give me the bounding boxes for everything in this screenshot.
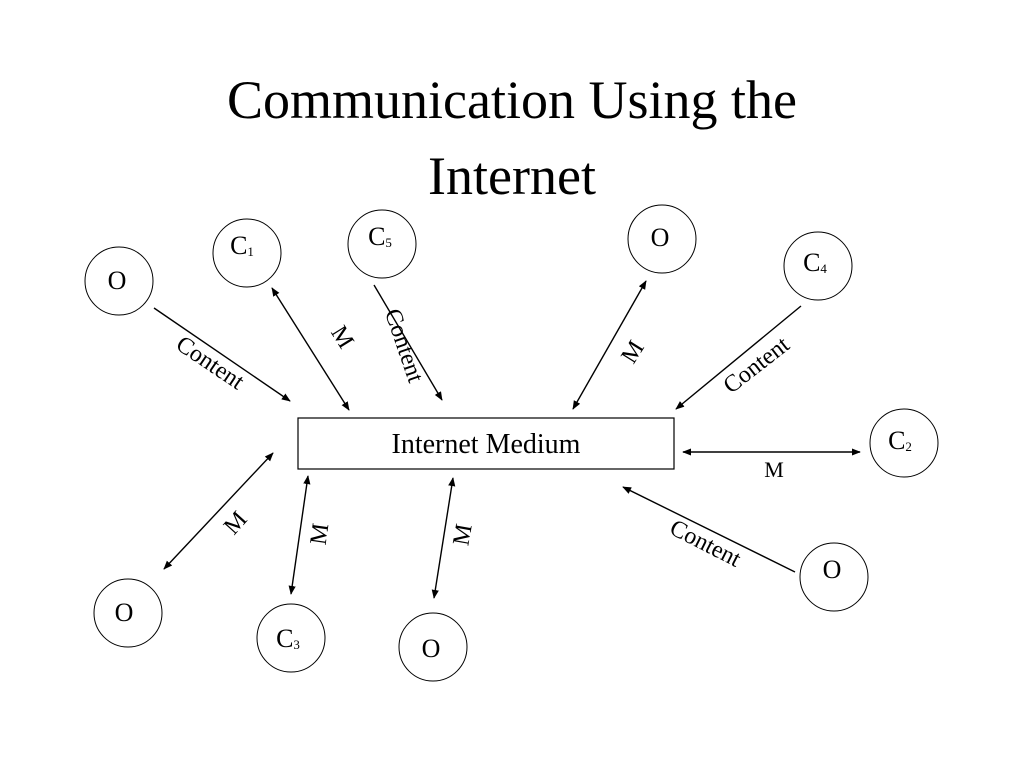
node-c4-label: C4 [803, 248, 827, 277]
node-c3-label: C3 [276, 624, 300, 653]
slide-title: Communication Using the Internet [0, 62, 1024, 214]
arrow-m-c3 [288, 475, 311, 595]
label-m-bottom-left: M [219, 507, 253, 540]
node-c4: C4 [783, 231, 853, 301]
node-o-bottom-center: O [398, 612, 468, 682]
node-o-bottom-left: O [93, 578, 163, 648]
internet-medium-box [297, 417, 675, 470]
label-m-c3: M [306, 522, 335, 547]
node-o-top-left: O [84, 246, 154, 316]
node-o-bottom-left-label: O [115, 598, 134, 627]
node-o-bottom-right: O [799, 542, 869, 612]
node-c3-subscript: 3 [293, 637, 300, 652]
arrow-content-bottom-right [622, 486, 796, 573]
node-c4-subscript: 4 [820, 261, 827, 276]
arrow-content-c4 [675, 305, 802, 410]
node-c2-letter: C [888, 426, 905, 455]
label-m-top-right: M [616, 336, 649, 368]
label-content-c5: Content [379, 306, 428, 387]
node-c5-letter: C [368, 222, 385, 251]
node-c1-subscript: 1 [247, 244, 254, 259]
node-c1-label: C1 [230, 231, 254, 260]
node-c2-label: C2 [888, 426, 912, 455]
node-c4-letter: C [803, 248, 820, 277]
node-c3-letter: C [276, 624, 293, 653]
slide-title-line-2: Internet [428, 146, 596, 206]
label-m-bottom-center: M [448, 522, 477, 548]
node-o-bottom-right-label: O [823, 555, 842, 584]
label-content-top-left: Content [171, 331, 249, 395]
node-c3: C3 [256, 603, 326, 673]
node-c1: C1 [212, 218, 282, 288]
node-c1-letter: C [230, 231, 247, 260]
arrow-content-top-left [153, 307, 291, 402]
node-c5: C5 [347, 209, 417, 279]
arrow-m-c1 [271, 287, 350, 411]
node-o-top-left-label: O [108, 266, 127, 295]
internet-medium-label: Internet Medium [392, 429, 581, 460]
node-c2-subscript: 2 [905, 439, 912, 454]
arrow-content-c5 [373, 284, 443, 401]
node-o-top-right: O [627, 204, 697, 274]
label-m-c2: M [764, 457, 784, 482]
arrow-m-bottom-center [431, 477, 456, 599]
slide-title-line-1: Communication Using the [227, 70, 797, 130]
node-c5-label: C5 [368, 222, 392, 251]
label-m-c1: M [325, 321, 358, 353]
node-c2: C2 [869, 408, 939, 478]
node-o-bottom-center-label: O [422, 634, 441, 663]
arrow-m-top-right [572, 280, 647, 410]
arrow-m-bottom-left [163, 452, 274, 570]
node-c5-subscript: 5 [385, 235, 392, 250]
label-content-bottom-right: Content [665, 515, 745, 573]
node-o-top-right-label: O [651, 223, 670, 252]
